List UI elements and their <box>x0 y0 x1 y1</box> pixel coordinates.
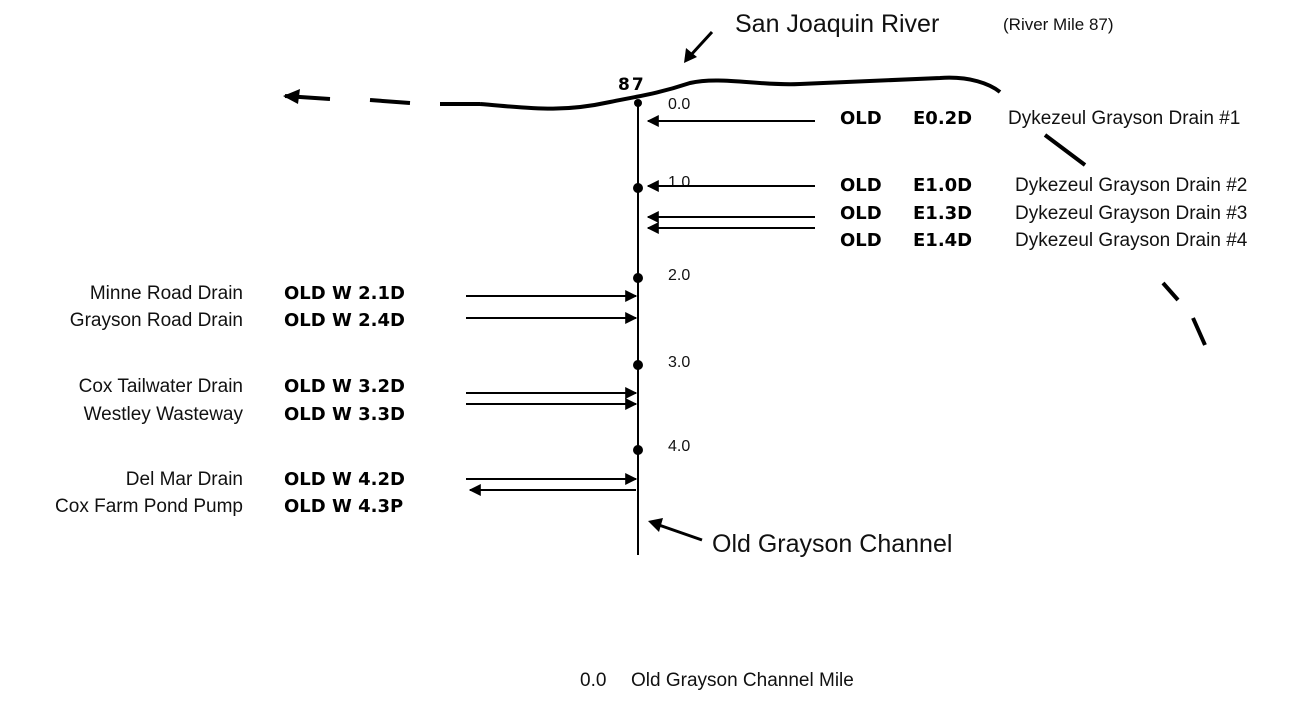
mile-label: 4.0 <box>668 438 690 455</box>
river-line <box>479 75 1002 111</box>
site-code: OLD <box>840 108 882 129</box>
site-code: OLD <box>840 203 882 224</box>
legend-text: Old Grayson Channel Mile <box>631 670 854 691</box>
east-site: OLD E0.2D Dykezeul Grayson Drain #1 <box>646 108 1240 129</box>
site-id: E1.0D <box>913 175 972 196</box>
river-mile-note: (River Mile 87) <box>1003 15 1114 34</box>
site-id: E1.3D <box>913 203 972 224</box>
mile-dot <box>634 99 642 107</box>
site-code: OLD W 3.2D <box>284 376 405 397</box>
site-name: Dykezeul Grayson Drain #1 <box>1008 108 1240 129</box>
east-site: OLD E1.3D Dykezeul Grayson Drain #3 <box>646 203 1247 224</box>
site-code: OLD W 2.4D <box>284 310 405 331</box>
site-name: Grayson Road Drain <box>70 310 243 331</box>
mile-dot <box>633 273 643 283</box>
mile-label: 3.0 <box>668 354 690 371</box>
mile-label: 1.0 <box>668 174 690 191</box>
west-site: Del Mar Drain OLD W 4.2D <box>126 469 638 490</box>
site-code: OLD W 4.3P <box>284 496 403 517</box>
site-name: Dykezeul Grayson Drain #3 <box>1015 203 1247 224</box>
site-name: Minne Road Drain <box>90 283 243 304</box>
river-line-dashed <box>369 98 480 106</box>
east-sites: OLD E0.2D Dykezeul Grayson Drain #1 OLD E1.0… <box>646 108 1248 251</box>
channel-pointer-arrowhead <box>648 518 663 532</box>
site-name: Del Mar Drain <box>126 469 243 490</box>
mile-dot <box>633 445 643 455</box>
site-code: OLD <box>840 230 882 251</box>
river-pointer-arrowhead <box>684 48 697 63</box>
site-code: OLD W 4.2D <box>284 469 405 490</box>
west-site: Minne Road Drain OLD W 2.1D <box>90 283 638 304</box>
mile-label: 0.0 <box>668 96 690 113</box>
mile-dot <box>633 183 643 193</box>
west-sites: Minne Road Drain OLD W 2.1D Grayson Road D… <box>55 283 638 517</box>
east-site: OLD E1.0D Dykezeul Grayson Drain #2 <box>646 175 1247 196</box>
west-site: Grayson Road Drain OLD W 2.4D <box>70 310 638 331</box>
river-arrowhead <box>283 89 300 104</box>
west-site: Cox Farm Pond Pump OLD W 4.3P <box>55 484 636 517</box>
channel-pointer-arrow <box>655 522 703 542</box>
mile-label: 2.0 <box>668 267 690 284</box>
site-name: Westley Wasteway <box>84 404 244 425</box>
river-pointer-arrow <box>688 30 714 58</box>
site-code: OLD W 2.1D <box>284 283 405 304</box>
west-site: Westley Wasteway OLD W 3.3D <box>84 398 638 425</box>
channel-mile-markers: 0.0 1.0 2.0 3.0 4.0 <box>633 96 690 455</box>
mile-dot <box>633 360 643 370</box>
junction-mile: 87 <box>618 75 646 95</box>
east-site: OLD E1.4D Dykezeul Grayson Drain #4 <box>646 222 1248 251</box>
site-code: OLD W 3.3D <box>284 404 405 425</box>
site-id: E0.2D <box>913 108 972 129</box>
west-site: Cox Tailwater Drain OLD W 3.2D <box>79 376 638 399</box>
site-id: E1.4D <box>913 230 972 251</box>
site-name: Dykezeul Grayson Drain #2 <box>1015 175 1247 196</box>
site-name: Cox Farm Pond Pump <box>55 496 243 517</box>
legend-value: 0.0 <box>580 670 606 691</box>
site-name: Dykezeul Grayson Drain #4 <box>1015 230 1248 251</box>
river-line-dashed-east <box>1043 133 1207 346</box>
site-name: Cox Tailwater Drain <box>79 376 243 397</box>
channel-name: Old Grayson Channel <box>712 530 952 558</box>
site-code: OLD <box>840 175 882 196</box>
river-name: San Joaquin River <box>735 10 939 38</box>
